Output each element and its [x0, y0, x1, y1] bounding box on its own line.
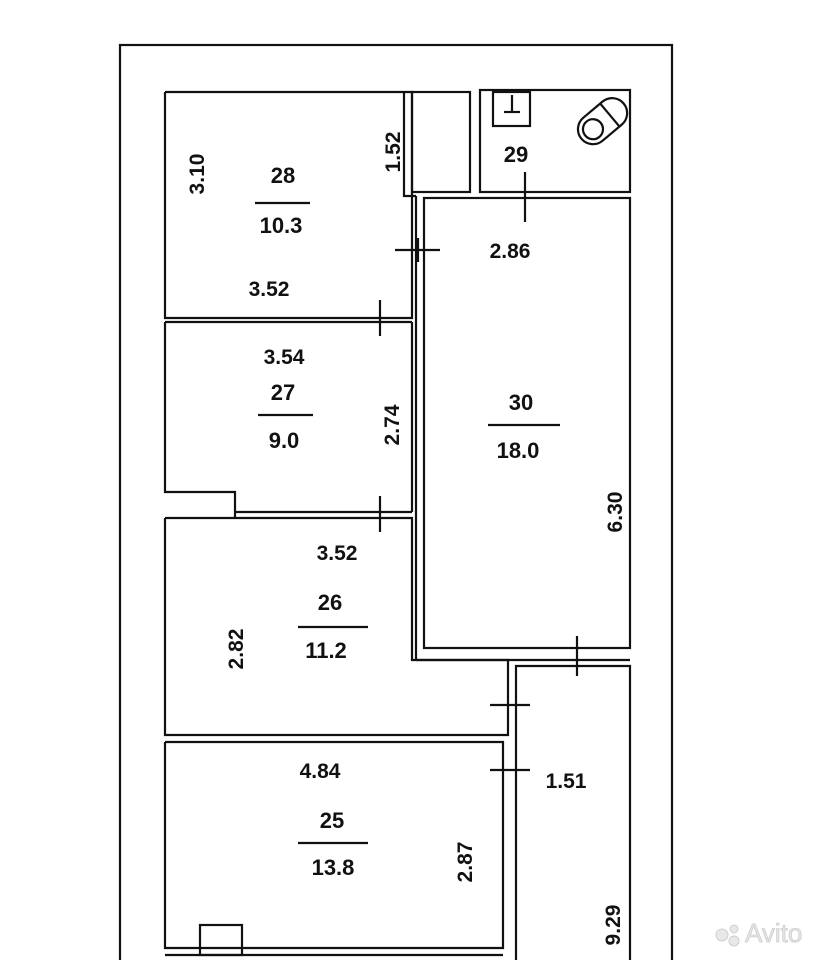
dimension: 1.51: [546, 770, 587, 793]
room-number: 30: [509, 390, 533, 415]
room-27-label: 3.54 27 9.0 2.74: [258, 346, 404, 453]
dimension: 3.54: [264, 346, 305, 369]
avito-logo-icon: [715, 924, 740, 947]
room-29-label: 29 2.86: [490, 142, 531, 263]
dimension: 9.29: [602, 905, 625, 946]
dimension: 2.74: [381, 404, 404, 445]
toilet-icon: [576, 97, 629, 146]
dimension: 2.86: [490, 240, 531, 263]
room-26-walls: [163, 516, 510, 737]
room-area: 18.0: [497, 438, 540, 463]
room-area: 11.2: [305, 638, 347, 663]
closet-walls: [410, 90, 472, 194]
room-28-walls: [163, 90, 414, 320]
room-28-label: 28 10.3 3.10 3.52 1.52: [186, 132, 405, 301]
sink-icon: [491, 90, 532, 128]
dimension: 4.84: [300, 760, 341, 783]
room-area: 10.3: [260, 213, 303, 238]
dimension: 1.52: [382, 132, 405, 173]
dimension: 2.82: [225, 629, 248, 670]
door-markers: [378, 172, 579, 772]
room-30-walls: [422, 196, 632, 650]
room-29-walls: [478, 88, 632, 194]
room-number: 27: [271, 380, 295, 405]
room-27-walls: [163, 322, 237, 518]
room-25-label: 4.84 25 13.8 2.87: [298, 760, 477, 882]
room-number: 25: [320, 808, 344, 833]
watermark: Avito: [745, 918, 802, 948]
dimension: 6.30: [604, 492, 627, 533]
dimension: 3.52: [249, 278, 290, 301]
dimension: 3.52: [317, 542, 358, 565]
corridor-walls: [514, 664, 632, 960]
room-number: 28: [271, 163, 295, 188]
room-area: 13.8: [312, 855, 355, 880]
dimension: 2.87: [454, 842, 477, 883]
room-25-walls: [163, 740, 505, 950]
corridor-label: 1.51 9.29: [546, 770, 625, 945]
room-area: 9.0: [269, 428, 300, 453]
room-30-label: 30 18.0 6.30: [488, 390, 627, 532]
room-26-label: 3.52 26 11.2 2.82: [225, 542, 368, 669]
radiator-icon: [198, 923, 244, 957]
outer-wall: [118, 43, 674, 960]
room-number: 29: [504, 142, 528, 167]
room-number: 26: [318, 590, 342, 615]
dimension: 3.10: [186, 154, 209, 195]
